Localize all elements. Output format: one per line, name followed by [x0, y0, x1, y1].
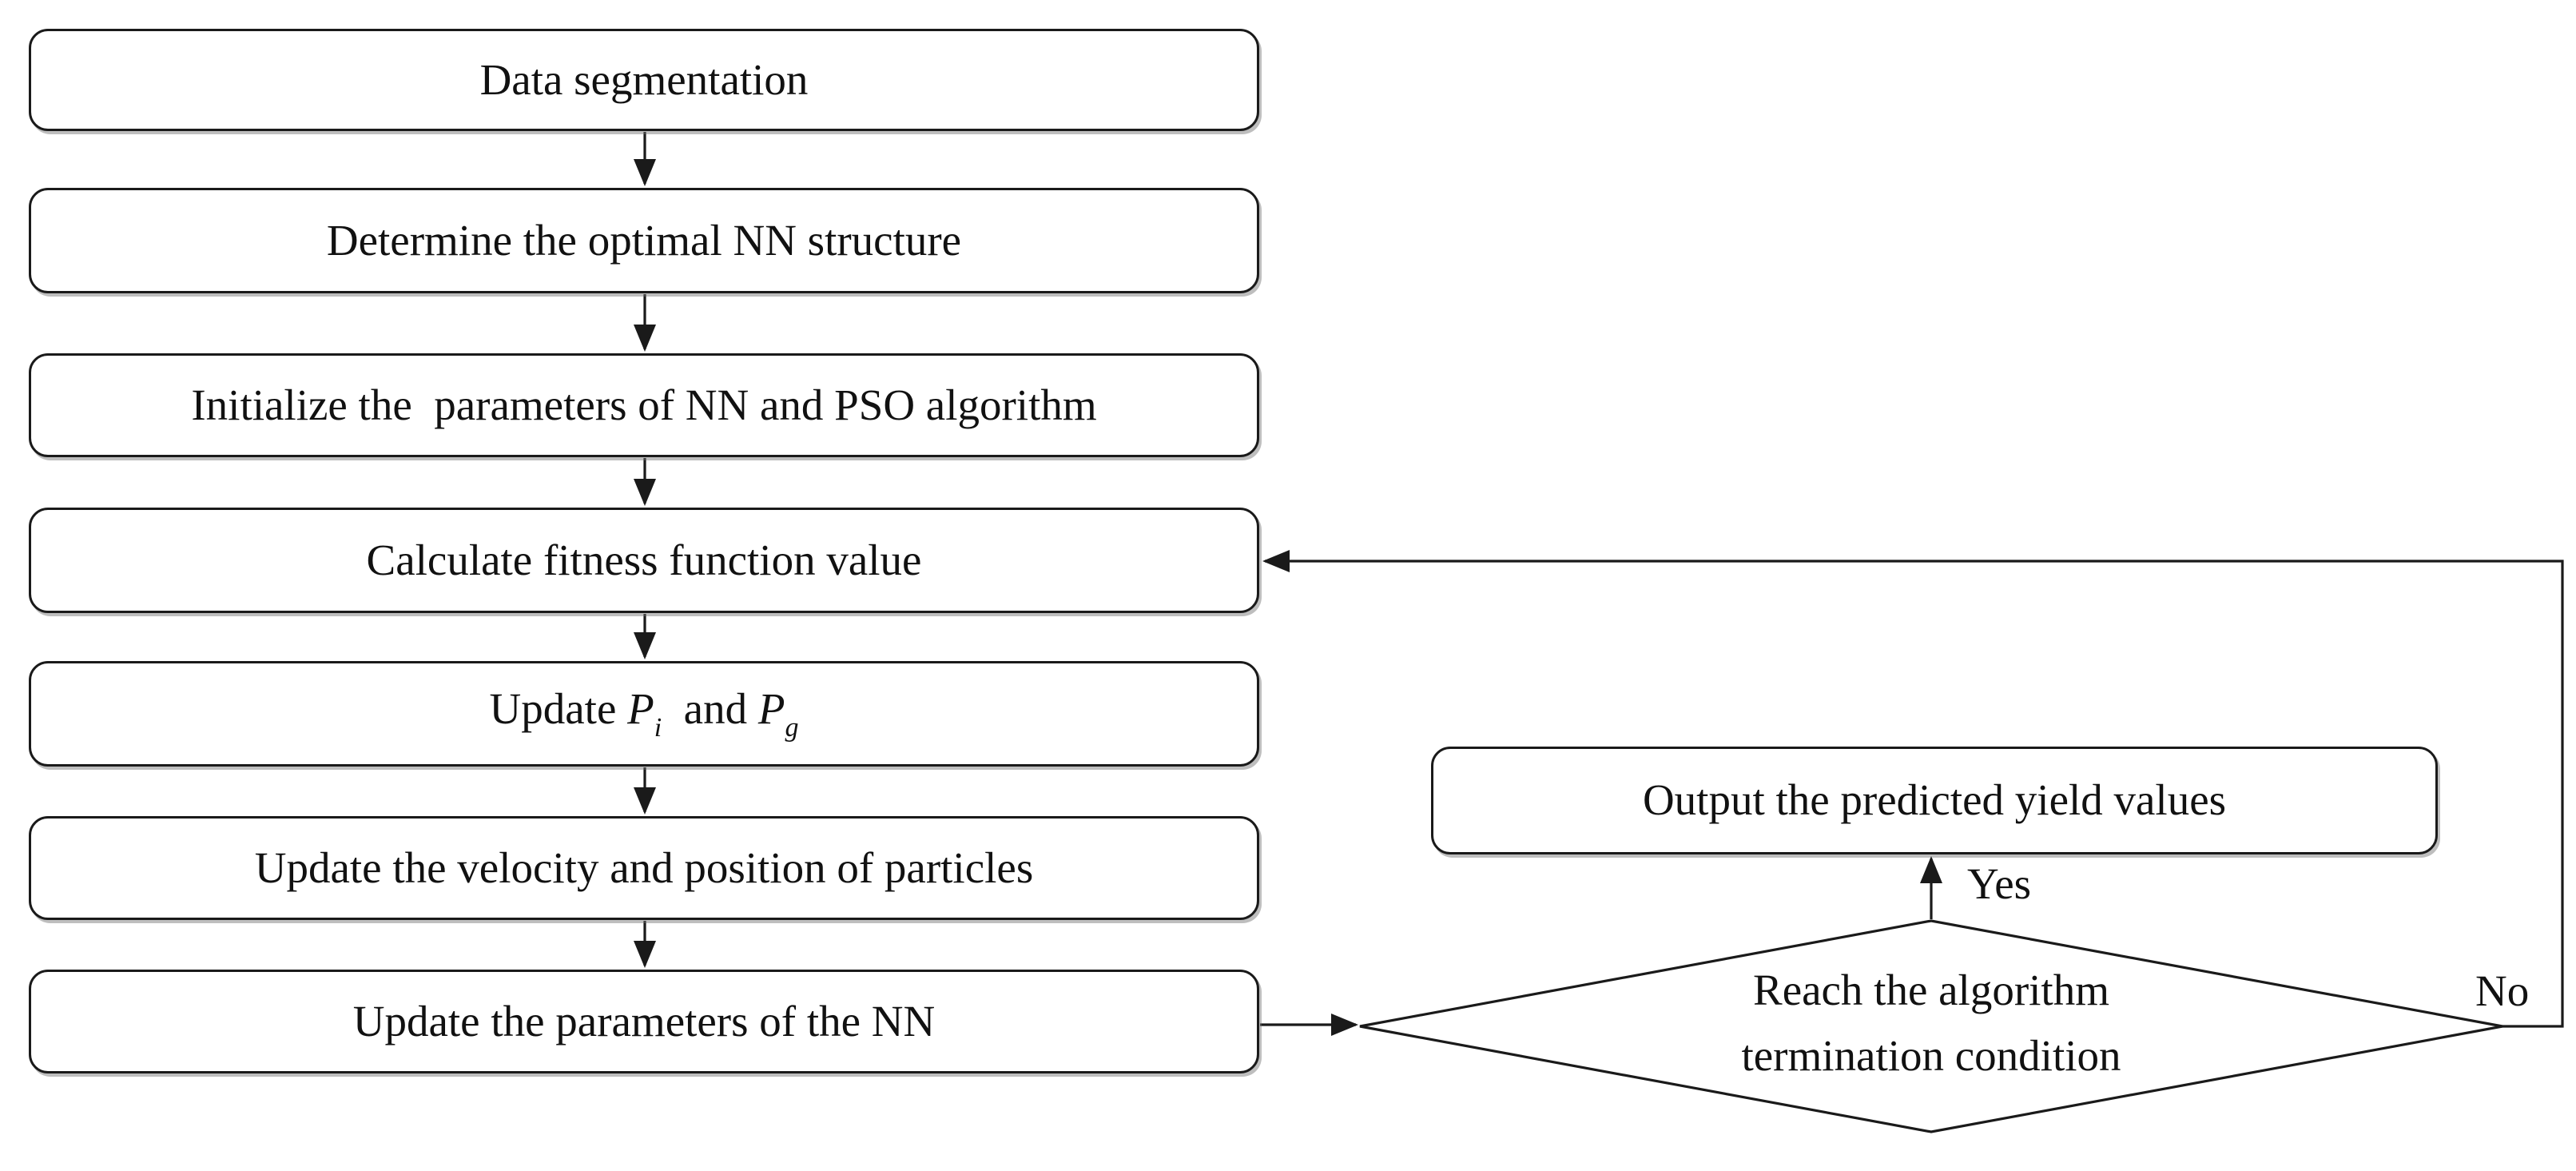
node-output-predicted-yield-label: Output the predicted yield values: [1642, 775, 2227, 825]
no-branch-label: No: [2475, 966, 2530, 1015]
p-individual-symbol: P: [627, 683, 654, 733]
p-global-symbol: P: [757, 683, 785, 733]
yes-branch-label: Yes: [1967, 859, 2032, 908]
node-determine-nn-structure: Determine the optimal NN structure: [29, 188, 1259, 293]
node-calculate-fitness: Calculate fitness function value: [29, 508, 1259, 613]
node-determine-nn-structure-label: Determine the optimal NN structure: [326, 215, 962, 265]
node-output-predicted-yield: Output the predicted yield values: [1431, 747, 2438, 854]
node-data-segmentation: Data segmentation: [29, 29, 1259, 131]
decision-label-line1: Reach the algorithm: [1753, 966, 2109, 1014]
node-initialize-parameters: Initialize the parameters of NN and PSO …: [29, 353, 1259, 457]
node-update-pbest-gbest: Update Pi and Pg: [29, 661, 1259, 767]
p-individual-subscript: i: [654, 712, 662, 743]
update-p-and: and: [662, 683, 758, 733]
no-feedback-line: [1262, 550, 2564, 1028]
decision-label-line2: termination condition: [1741, 1031, 2121, 1080]
node-update-velocity-position-label: Update the velocity and position of part…: [254, 842, 1034, 892]
update-p-prefix: Update: [489, 683, 628, 733]
decision-diamond: [1359, 919, 2503, 1133]
node-data-segmentation-label: Data segmentation: [479, 54, 809, 104]
node-initialize-parameters-label: Initialize the parameters of NN and PSO …: [191, 380, 1097, 429]
node-update-pbest-gbest-label: Update Pi and Pg: [489, 683, 799, 743]
node-update-nn-parameters-label: Update the parameters of the NN: [352, 996, 936, 1046]
node-update-velocity-position: Update the velocity and position of part…: [29, 816, 1259, 920]
node-update-nn-parameters: Update the parameters of the NN: [29, 970, 1259, 1073]
node-calculate-fitness-label: Calculate fitness function value: [366, 535, 922, 584]
decision-label: Reach the algorithm termination conditio…: [1572, 958, 2291, 1089]
p-global-subscript: g: [785, 712, 799, 743]
